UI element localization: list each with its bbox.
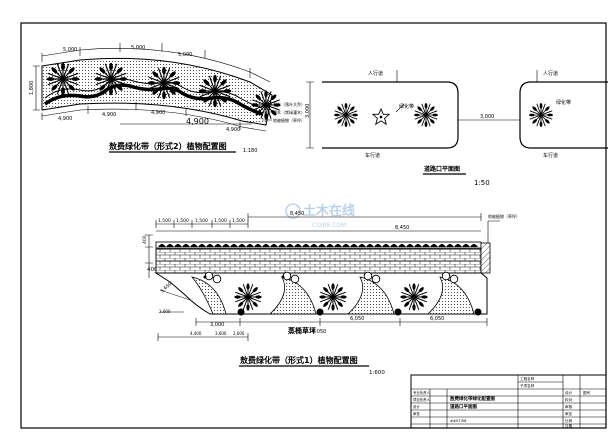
palm-tree-icon xyxy=(46,62,80,96)
tb-subitem: 子项名称 xyxy=(520,383,535,388)
tb-drawing-1: 敖费绿化带绿化配置图 xyxy=(450,395,495,402)
palm-tree-icon xyxy=(333,102,359,128)
palm-tree-icon xyxy=(147,66,181,100)
plan2-title: 道路口平面图 xyxy=(424,165,460,173)
plan3-note: 地被植物（草坪） xyxy=(488,213,520,219)
shrub-line xyxy=(43,83,263,116)
tb-drawing-2: 道路口平面图 xyxy=(450,403,477,410)
plan-form2: 5,000 5,000 5,000 1,800 4,900 4,900 4,90… xyxy=(29,43,305,154)
shrub-star-icon xyxy=(372,108,390,125)
bottom-dim-4: 6,050 xyxy=(430,316,444,322)
dim-bottom-4: 4,900 xyxy=(226,127,240,133)
tb-check: 校对 xyxy=(565,397,573,402)
extra-dim-2: 3,600 xyxy=(215,331,227,336)
center-label: 蒸桶草坪 xyxy=(288,326,316,335)
left-dim-1: 400 xyxy=(142,235,148,244)
planting-bed xyxy=(154,272,488,315)
palm-tree-icon xyxy=(233,282,263,312)
long-dim-1: 8,450 xyxy=(290,211,304,217)
sheet-border xyxy=(20,22,607,429)
left-dim-2: 400 xyxy=(147,267,158,273)
plan1-title: 敖费绿化带（形式2）植物配置图 xyxy=(109,141,227,151)
walk-label-1: 人行道 xyxy=(368,70,383,77)
car-label-2: 车行道 xyxy=(543,152,558,159)
green-island-left xyxy=(322,81,459,149)
bottom-dim-1: 3,000 xyxy=(210,322,224,328)
watermark-cn: 土木在线 xyxy=(303,203,355,219)
plan2-scale: 1:50 xyxy=(474,179,490,187)
palm-tree-icon xyxy=(94,62,128,96)
tb-left-2: 项目负责人 xyxy=(413,397,431,402)
dim-top-2: 5,000 xyxy=(131,45,145,51)
topdim-5: 1,500 xyxy=(232,218,245,224)
tb-left-1: 专业负责人 xyxy=(413,390,431,395)
road-gap: 3,000 xyxy=(480,114,494,120)
bottom-dim-2: 6,050 xyxy=(312,329,326,335)
dim-top-3: 5,000 xyxy=(178,52,192,58)
tb-date: 日期 xyxy=(565,423,573,428)
plan-intersection: 3,000 3,000 人行道 人行道 绿化带 绿化带 车行道 车行道 道路口平… xyxy=(305,70,608,187)
bottom-dim-3: 6,050 xyxy=(350,316,364,322)
plan-form1: 1,500 1,500 1,500 1,500 1,500 8,450 8,45… xyxy=(142,211,520,376)
title-block xyxy=(410,374,607,429)
topdim-2: 1,500 xyxy=(176,218,189,224)
green-label-2: 绿化带 xyxy=(556,99,571,106)
palm-tree-icon xyxy=(413,102,439,128)
note-3: 地被植物（草坪） xyxy=(273,117,305,123)
tb-design: 设计 xyxy=(565,390,573,395)
topdim-1: 1,500 xyxy=(158,218,171,224)
tb-left-3: 设计 xyxy=(413,404,420,409)
plan3-title: 敖费绿化带（形式1）植物配置图 xyxy=(240,355,358,365)
side-dim-2: 2,000 xyxy=(159,309,171,314)
green-island-right xyxy=(519,81,608,149)
long-dim-2: 8,450 xyxy=(395,225,409,231)
title-block-text: 工程名称 子项名称 设计 校对 审核 审定 比例 日期 图号 敖费绿化带绿化配置… xyxy=(413,376,591,428)
green-label-1: 绿化带 xyxy=(399,103,414,110)
topdim-4: 1,500 xyxy=(214,218,227,224)
topdim-3: 1,500 xyxy=(195,218,208,224)
watermark: 土木在线 COI88.COM xyxy=(285,203,355,229)
tb-project: 工程名称 xyxy=(520,376,535,381)
dim-bottom-3: 4,900 xyxy=(151,110,165,116)
tb-left-4: 审查 xyxy=(413,411,420,416)
palm-tree-icon xyxy=(198,74,232,108)
dim-big: 4,900 xyxy=(186,117,209,126)
tb-number: 图号 xyxy=(583,390,591,395)
tb-scale: 比例 xyxy=(565,418,573,423)
tb-approve: 审定 xyxy=(565,411,573,416)
note-1: 乔木（落叶大乔） xyxy=(273,101,305,107)
plan1-scale: 1:180 xyxy=(243,148,257,154)
extra-dim-1: 4,400 xyxy=(190,331,202,336)
car-label-1: 车行道 xyxy=(365,152,380,159)
watermark-en: COI88.COM xyxy=(312,222,346,229)
palm-tree-icon xyxy=(528,102,554,128)
road-width: 3,000 xyxy=(305,104,311,118)
dim-top-1: 5,000 xyxy=(63,47,77,53)
note-2: 灌木（常绿灌木） xyxy=(273,109,305,115)
walk-label-2: 人行道 xyxy=(543,70,558,77)
dim-bottom-2: 4,900 xyxy=(102,112,116,118)
extra-dim-3: 2,600 xyxy=(233,331,245,336)
tb-code: ##07/08 xyxy=(450,419,467,423)
palm-tree-icon xyxy=(318,282,348,312)
tb-review: 审核 xyxy=(565,404,573,409)
dim-left: 1,800 xyxy=(29,81,35,95)
dim-bottom-1: 4,900 xyxy=(58,116,72,122)
plan3-scale: 1:600 xyxy=(369,370,385,376)
palm-tree-icon xyxy=(399,282,429,312)
